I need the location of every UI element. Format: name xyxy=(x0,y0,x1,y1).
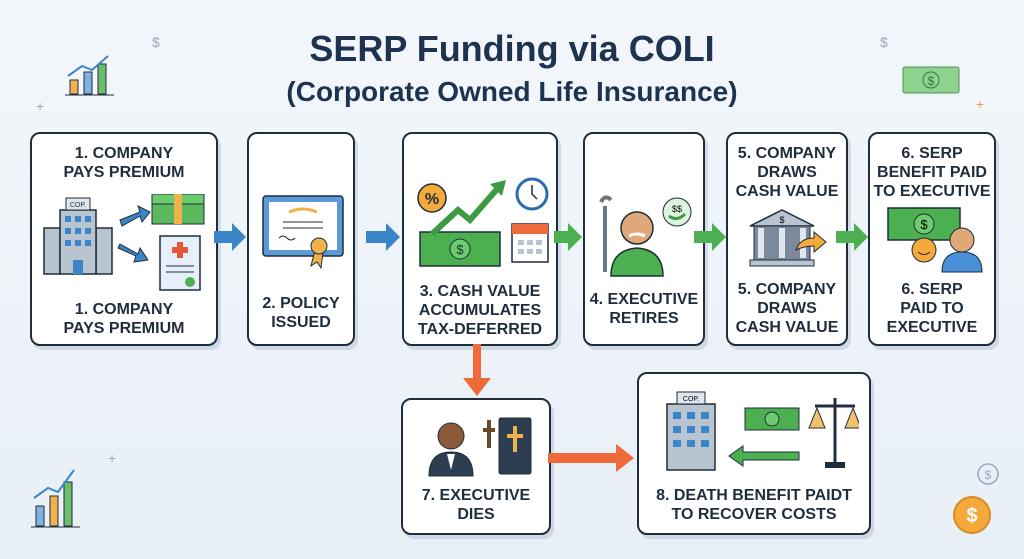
arrow-step1-to-step2 xyxy=(214,223,246,251)
step-8-death-benefit-paid: COP. 8. DEATH BENEFIT PAIDT TO RECOVER C… xyxy=(637,372,871,535)
svg-text:$: $ xyxy=(985,468,992,482)
step-7-executive-dies: 7. EXECUTIVE DIES xyxy=(401,398,551,535)
step-4-executive-retires: $$ 4. EXECUTIVE RETIRES xyxy=(583,132,705,346)
bank-withdrawal-icon: $ xyxy=(749,209,827,267)
svg-text:$: $ xyxy=(966,505,977,527)
step-6-serp-benefit-paid: 6. SERP BENEFIT PAID TO EXECUTIVE $ 6. S… xyxy=(868,132,996,346)
svg-text:COP.: COP. xyxy=(70,202,86,209)
svg-text:$: $ xyxy=(779,215,784,225)
growth-chart-icon xyxy=(31,469,80,528)
arrow-step5-to-step6 xyxy=(836,223,868,251)
svg-text:$: $ xyxy=(456,242,464,257)
step-8-label: 8. DEATH BENEFIT PAIDT TO RECOVER COSTS xyxy=(656,487,852,523)
svg-text:$$: $$ xyxy=(672,204,682,214)
cash-stack-icon xyxy=(151,194,205,225)
step-6-top-label: 6. SERP BENEFIT PAID TO EXECUTIVE xyxy=(873,145,991,200)
arrow-step2-to-step3 xyxy=(366,223,400,251)
svg-text:COP.: COP. xyxy=(683,396,699,403)
step-1-bottom-label: 1. COMPANY PAYS PREMIUM xyxy=(63,301,185,337)
arrow-step7-to-step8 xyxy=(548,444,634,472)
cash-growth-icon: % $ xyxy=(417,177,549,267)
retired-executive-icon: $$ xyxy=(599,195,692,277)
step-3-cash-value-accumulates: % $ 3. CASH VALUE ACCUMULATES TAX-DEFERR… xyxy=(402,132,558,346)
plus-decor-icon: + xyxy=(36,98,45,114)
step-7-label: 7. EXECUTIVE DIES xyxy=(421,487,531,523)
step-2-label: 2. POLICY ISSUED xyxy=(262,295,340,331)
arrow-step4-to-step5 xyxy=(694,223,726,251)
policy-document-icon xyxy=(159,235,201,291)
certificate-icon xyxy=(262,195,344,270)
page-subtitle: (Corporate Owned Life Insurance) xyxy=(286,76,738,107)
dollar-decor-icon: $ xyxy=(152,34,160,50)
step-6-bottom-label: 6. SERP PAID TO EXECUTIVE xyxy=(886,281,978,336)
arrow-step3-to-step7 xyxy=(463,344,491,396)
growth-chart-icon xyxy=(65,55,114,96)
death-benefit-recovery-icon: COP. xyxy=(666,391,859,471)
executive-receives-cash-icon: $ xyxy=(887,207,983,273)
svg-text:$: $ xyxy=(920,217,928,232)
cash-bill-icon: $ xyxy=(902,66,960,94)
step-4-label: 4. EXECUTIVE RETIRES xyxy=(589,291,699,327)
step-5-company-draws-cash-value: 5. COMPANY DRAWS CASH VALUE $ 5. COMPANY… xyxy=(726,132,848,346)
plus-decor-icon: + xyxy=(108,450,117,466)
plus-decor-icon: + xyxy=(976,96,985,112)
executive-death-icon xyxy=(428,417,532,477)
page-title: SERP Funding via COLI xyxy=(309,28,715,69)
step-1-top-label: 1. COMPANY PAYS PREMIUM xyxy=(63,145,185,181)
svg-text:%: % xyxy=(425,191,439,208)
company-building-icon: COP. xyxy=(43,194,205,291)
arrow-step3-to-step4 xyxy=(554,223,582,251)
dollar-decor-icon: $ xyxy=(880,34,888,50)
step-1-company-pays-premium: 1. COMPANY PAYS PREMIUM COP. 1. COMPANY … xyxy=(30,132,218,346)
step-3-label: 3. CASH VALUE ACCUMULATES TAX-DEFERRED xyxy=(417,283,543,338)
step-5-top-label: 5. COMPANY DRAWS CASH VALUE xyxy=(735,145,839,200)
step-5-bottom-label: 5. COMPANY DRAWS CASH VALUE xyxy=(735,281,839,336)
step-2-policy-issued: 2. POLICY ISSUED xyxy=(247,132,355,346)
coins-icon: $ $ xyxy=(953,463,999,534)
svg-text:$: $ xyxy=(928,74,935,88)
